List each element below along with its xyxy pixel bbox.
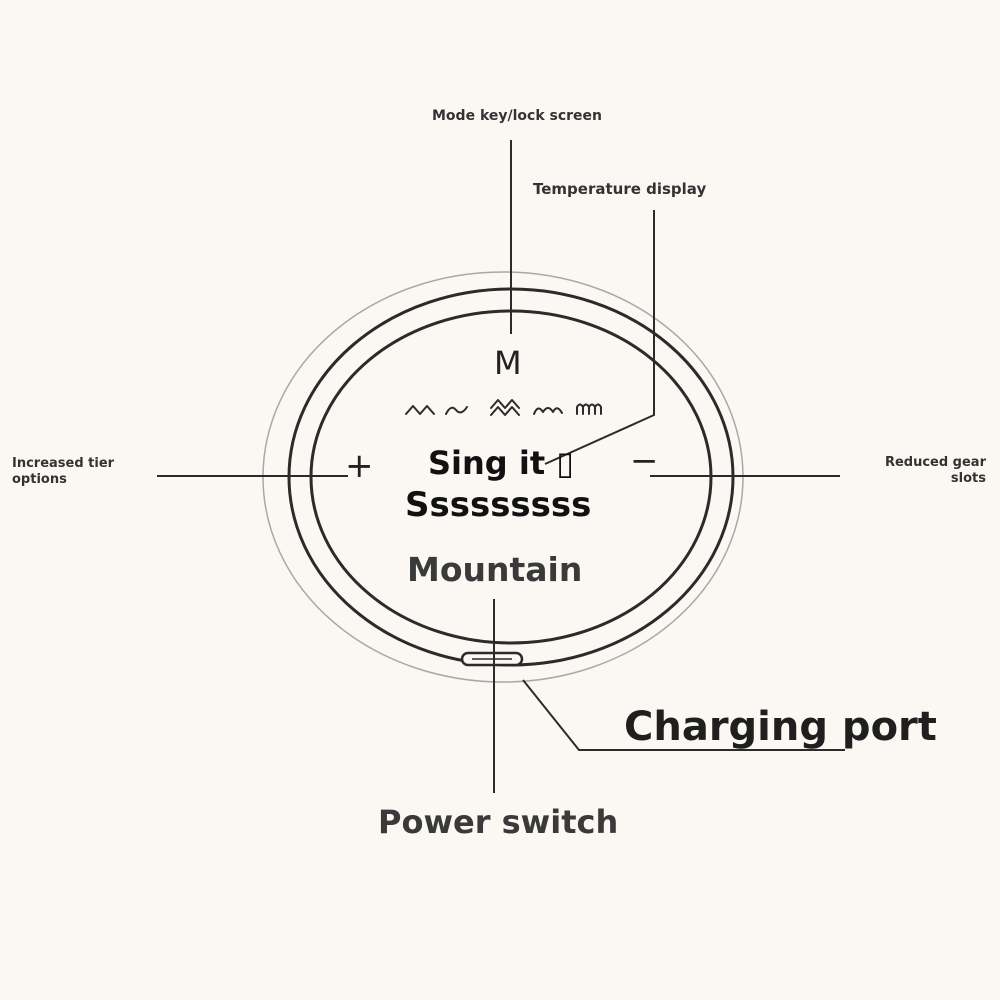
- double-wave-icon: [490, 399, 520, 416]
- reduce-gear-line2: slots: [950, 471, 986, 486]
- small-wave-icon: [533, 407, 563, 415]
- pulse-wave-icon: [576, 403, 602, 415]
- charging-leader: [522, 679, 845, 751]
- increase-tier-label: Increased tier options: [12, 456, 114, 488]
- temperature-display-label: Temperature display: [533, 180, 707, 198]
- screen-text-line1: Sing it ▯: [428, 444, 574, 482]
- zigzag-wave-icon: [405, 405, 435, 415]
- screen-text-line2: Sssssssss: [405, 485, 592, 525]
- mode-key-label: Mode key/lock screen: [432, 108, 603, 124]
- wave-icons-row: [405, 399, 602, 416]
- temperature-leader: [544, 210, 655, 465]
- screen-text-line3: Mountain: [407, 550, 583, 589]
- decrease-button[interactable]: −: [630, 441, 659, 481]
- reduce-gear-line1: Reduced gear: [884, 455, 986, 470]
- power-switch-label: Power switch: [378, 803, 619, 841]
- increase-tier-line1: Increased tier: [12, 456, 115, 471]
- charging-port-label: Charging port: [624, 704, 937, 750]
- increase-button[interactable]: +: [345, 446, 374, 486]
- increase-tier-line2: options: [12, 472, 67, 487]
- wave-icon: [445, 406, 468, 415]
- reduce-gear-label: Reduced gear slots: [885, 455, 986, 487]
- mode-button[interactable]: M: [494, 344, 522, 382]
